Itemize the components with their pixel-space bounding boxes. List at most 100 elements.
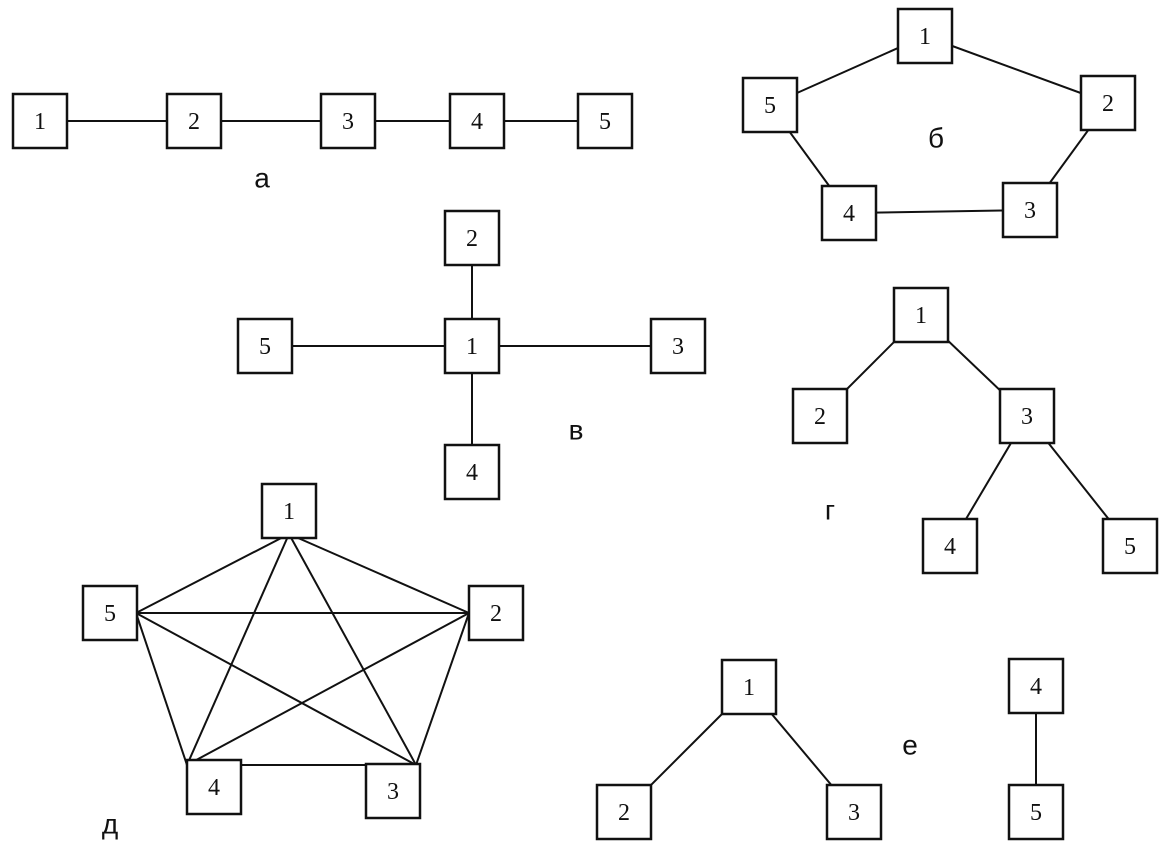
node-box: [892, 286, 950, 344]
node-label: 1: [915, 303, 927, 329]
node-box: [595, 783, 653, 841]
node-box: [319, 92, 377, 150]
node-4: 4: [185, 758, 243, 816]
node-label: 4: [944, 534, 956, 560]
node-label: 3: [848, 800, 860, 826]
panel-label: е: [902, 730, 918, 761]
panel-label: б: [928, 123, 944, 154]
edge-1-2: [924, 35, 1109, 104]
node-box: [467, 584, 525, 642]
panel-label: а: [254, 163, 270, 194]
node-box: [998, 387, 1056, 445]
node-label: 5: [1030, 800, 1042, 826]
edge-3-5: [135, 612, 417, 766]
node-label: 3: [387, 779, 399, 805]
node-box: [236, 317, 294, 375]
node-2: 2: [165, 92, 223, 150]
node-box: [443, 317, 501, 375]
node-1: 1: [892, 286, 950, 344]
node-label: 4: [208, 775, 220, 801]
node-1: 1: [720, 658, 778, 716]
node-box: [921, 517, 979, 575]
edge-1-3: [288, 533, 417, 766]
node-label: 1: [743, 675, 755, 701]
node-label: 1: [283, 499, 295, 525]
node-5: 5: [741, 76, 799, 134]
node-box: [576, 92, 634, 150]
node-box: [165, 92, 223, 150]
node-box: [448, 92, 506, 150]
node-label: 3: [1024, 198, 1036, 224]
panel-d-edges: [135, 533, 470, 766]
node-box: [260, 482, 318, 540]
node-box: [1101, 517, 1159, 575]
node-5: 5: [576, 92, 634, 150]
node-3: 3: [1001, 181, 1059, 239]
node-1: 1: [896, 7, 954, 65]
edge-4-5: [135, 612, 188, 766]
node-1: 1: [443, 317, 501, 375]
node-2: 2: [1079, 74, 1137, 132]
node-5: 5: [1007, 783, 1065, 841]
panel-d: 1 2 3 4 5 д: [81, 482, 525, 840]
node-3: 3: [649, 317, 707, 375]
edge-2-3: [415, 612, 470, 766]
edge-1-2: [288, 533, 470, 614]
node-label: 1: [34, 109, 46, 135]
node-box: [649, 317, 707, 375]
node-label: 5: [599, 109, 611, 135]
edge-5-1: [135, 533, 290, 614]
node-2: 2: [791, 387, 849, 445]
node-label: 3: [1021, 404, 1033, 430]
node-box: [820, 184, 878, 242]
node-label: 3: [342, 109, 354, 135]
node-3: 3: [364, 762, 422, 820]
node-4: 4: [448, 92, 506, 150]
node-label: 1: [466, 334, 478, 360]
node-label: 3: [672, 334, 684, 360]
node-label: 4: [1030, 674, 1042, 700]
node-label: 4: [471, 109, 483, 135]
node-label: 2: [466, 226, 478, 252]
node-label: 4: [466, 460, 478, 486]
node-box: [1007, 783, 1065, 841]
panel-g-edges: [819, 314, 1131, 547]
panel-e: 1 2 3 4 5 е: [595, 657, 1065, 841]
node-box: [1079, 74, 1137, 132]
node-box: [741, 76, 799, 134]
node-4: 4: [443, 443, 501, 501]
node-box: [1001, 181, 1059, 239]
node-2: 2: [595, 783, 653, 841]
node-label: 2: [618, 800, 630, 826]
node-box: [185, 758, 243, 816]
node-2: 2: [467, 584, 525, 642]
node-label: 2: [1102, 91, 1114, 117]
panel-a: 1 2 3 4 5 а: [11, 92, 634, 194]
node-3: 3: [319, 92, 377, 150]
node-3: 3: [998, 387, 1056, 445]
node-box: [364, 762, 422, 820]
node-box: [81, 584, 139, 642]
node-label: 2: [188, 109, 200, 135]
node-label: 2: [490, 601, 502, 627]
node-label: 1: [919, 24, 931, 50]
node-5: 5: [1101, 517, 1159, 575]
node-box: [791, 387, 849, 445]
edge-2-4: [186, 612, 470, 766]
node-label: 5: [104, 601, 116, 627]
panel-label: д: [102, 809, 118, 840]
node-box: [720, 658, 778, 716]
node-label: 5: [764, 93, 776, 119]
node-2: 2: [443, 209, 501, 267]
edge-3-4: [848, 209, 1031, 214]
node-box: [896, 7, 954, 65]
panel-b: 1 2 3 4 5 б: [741, 7, 1137, 242]
node-1: 1: [260, 482, 318, 540]
node-label: 4: [843, 201, 855, 227]
node-5: 5: [81, 584, 139, 642]
node-label: 5: [1124, 534, 1136, 560]
node-3: 3: [825, 783, 883, 841]
